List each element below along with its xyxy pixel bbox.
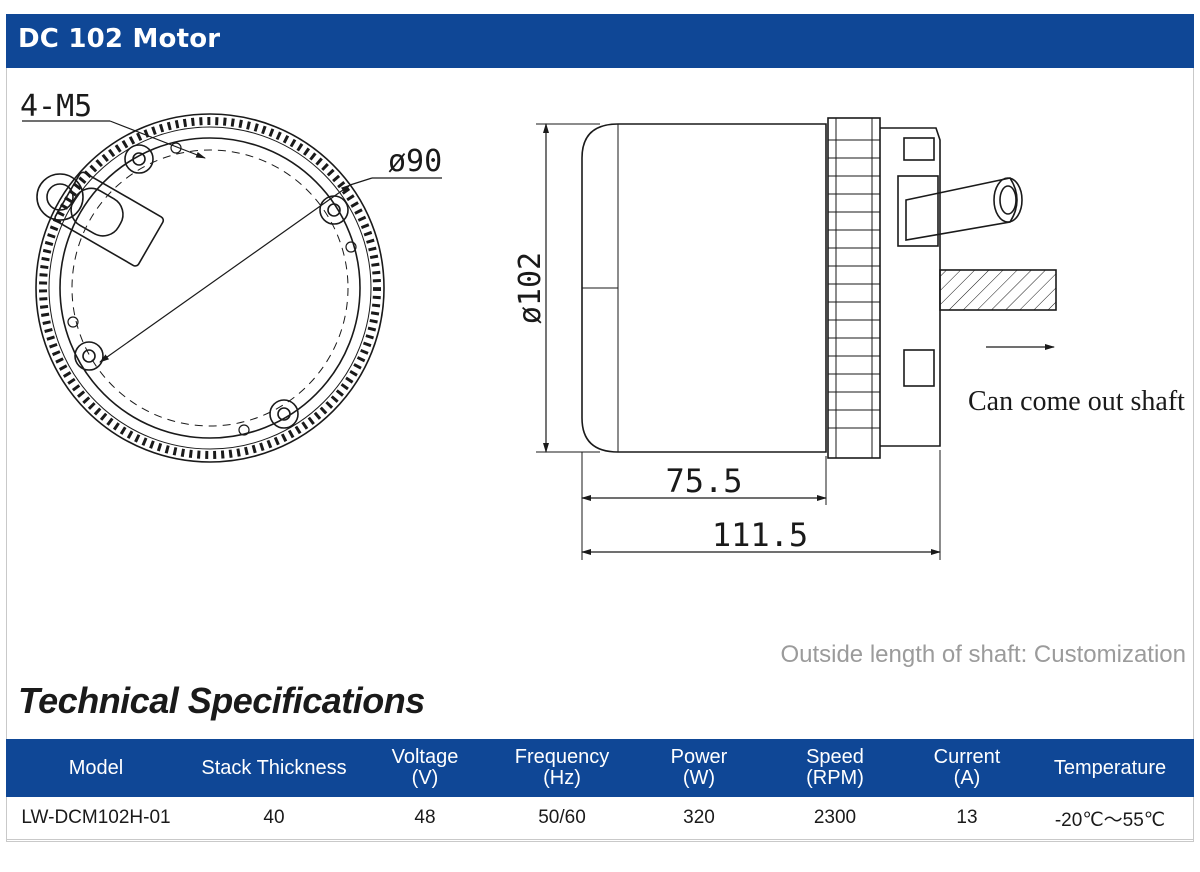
shaft-note: Can come out shaft <box>968 386 1185 417</box>
cable-inner <box>46 183 74 211</box>
front-outer-ring <box>35 113 385 463</box>
heatsink-fins <box>828 118 880 458</box>
spec-heading: Technical Specifications <box>18 680 425 721</box>
spec-header-row: Model Stack Thickness Voltage(V) Frequen… <box>6 739 1194 797</box>
total-length-label: 111.5 <box>712 516 808 554</box>
body-length-label: 75.5 <box>665 462 742 500</box>
cable-entry <box>897 175 939 247</box>
column-header-power: Power(W) <box>636 739 762 797</box>
front-bolt-circle <box>71 149 349 427</box>
shaft-customization-note: Outside length of shaft: Customization <box>780 641 1186 668</box>
column-header-temperature: Temperature <box>1026 739 1194 797</box>
front-fin-ring <box>48 126 372 450</box>
mount-boss <box>124 144 154 174</box>
side-diameter-label: ø102 <box>513 252 548 324</box>
column-header-voltage: Voltage(V) <box>362 739 488 797</box>
cable-side <box>905 177 1018 241</box>
cell-power: 320 <box>636 797 762 840</box>
column-header-frequency: Frequency(Hz) <box>488 739 636 797</box>
technical-drawing: 4-M5 ø90 <box>20 89 1185 560</box>
motor-body <box>581 123 827 453</box>
mount-hole <box>277 407 291 421</box>
spec-table: Model Stack Thickness Voltage(V) Frequen… <box>6 739 1194 840</box>
cell-speed: 2300 <box>762 797 908 840</box>
cell-temperature: -20℃～55℃ <box>1026 797 1194 840</box>
front-cooling-fins <box>39 117 381 459</box>
cable-outer <box>36 173 84 221</box>
cell-frequency: 50/60 <box>488 797 636 840</box>
mount-hole <box>132 152 146 166</box>
end-clip-bottom <box>903 349 935 387</box>
end-cap <box>880 127 941 447</box>
front-view <box>22 113 442 463</box>
shaft <box>939 269 1057 311</box>
front-diameter-label: ø90 <box>388 144 442 179</box>
table-row: LW-DCM102H-01 40 48 50/60 320 2300 13 -2… <box>6 797 1194 840</box>
column-header-speed: Speed(RPM) <box>762 739 908 797</box>
cell-current: 13 <box>908 797 1026 840</box>
end-clip-top <box>903 137 935 161</box>
mount-boss <box>74 341 104 371</box>
mount-hole <box>82 349 96 363</box>
column-header-stack-thickness: Stack Thickness <box>186 739 362 797</box>
page-title: DC 102 Motor <box>18 24 221 54</box>
cell-stack-thickness: 40 <box>186 797 362 840</box>
heatsink-housing <box>827 117 881 459</box>
cell-voltage: 48 <box>362 797 488 840</box>
column-header-model: Model <box>6 739 186 797</box>
side-view <box>536 117 1057 560</box>
title-bar: DC 102 Motor <box>6 14 1194 68</box>
column-header-current: Current(A) <box>908 739 1026 797</box>
front-inner-ring <box>59 137 361 439</box>
cell-model: LW-DCM102H-01 <box>6 797 186 840</box>
mount-boss <box>269 399 299 429</box>
content-frame <box>6 68 1194 842</box>
hole-callout: 4-M5 <box>20 89 92 124</box>
